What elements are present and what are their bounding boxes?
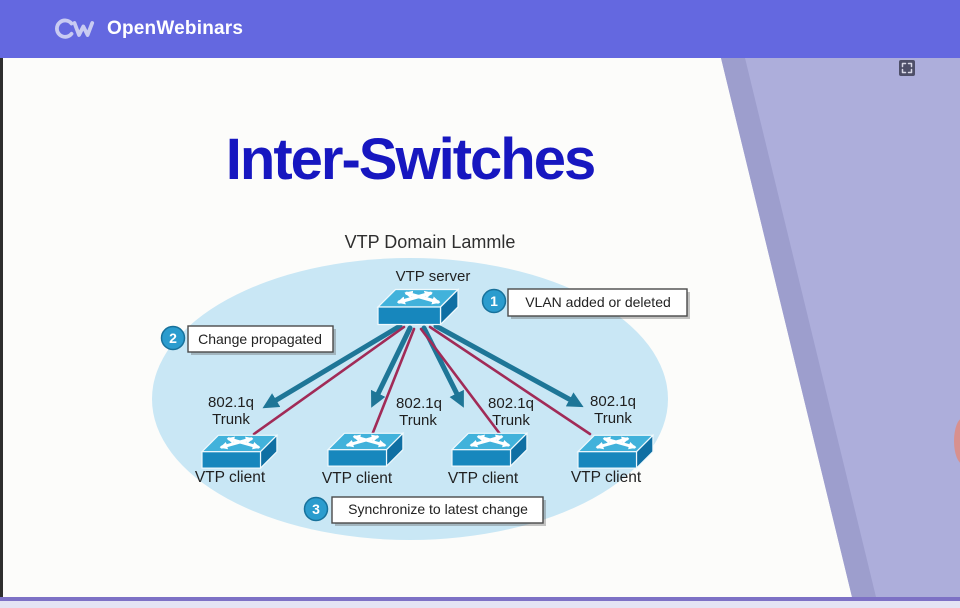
bottom-divider-line — [0, 597, 960, 601]
brand-logo: OpenWebinars — [54, 14, 243, 44]
fullscreen-expand-icon — [901, 62, 913, 74]
openwebinars-logo-icon — [55, 18, 95, 39]
bottom-strip — [0, 601, 960, 608]
slide-title: Inter-Switches — [225, 127, 596, 192]
slide-left-border — [0, 58, 3, 598]
header-bar: OpenWebinars — [0, 0, 960, 58]
brand-name: OpenWebinars — [107, 18, 244, 39]
fullscreen-button[interactable] — [899, 60, 915, 76]
